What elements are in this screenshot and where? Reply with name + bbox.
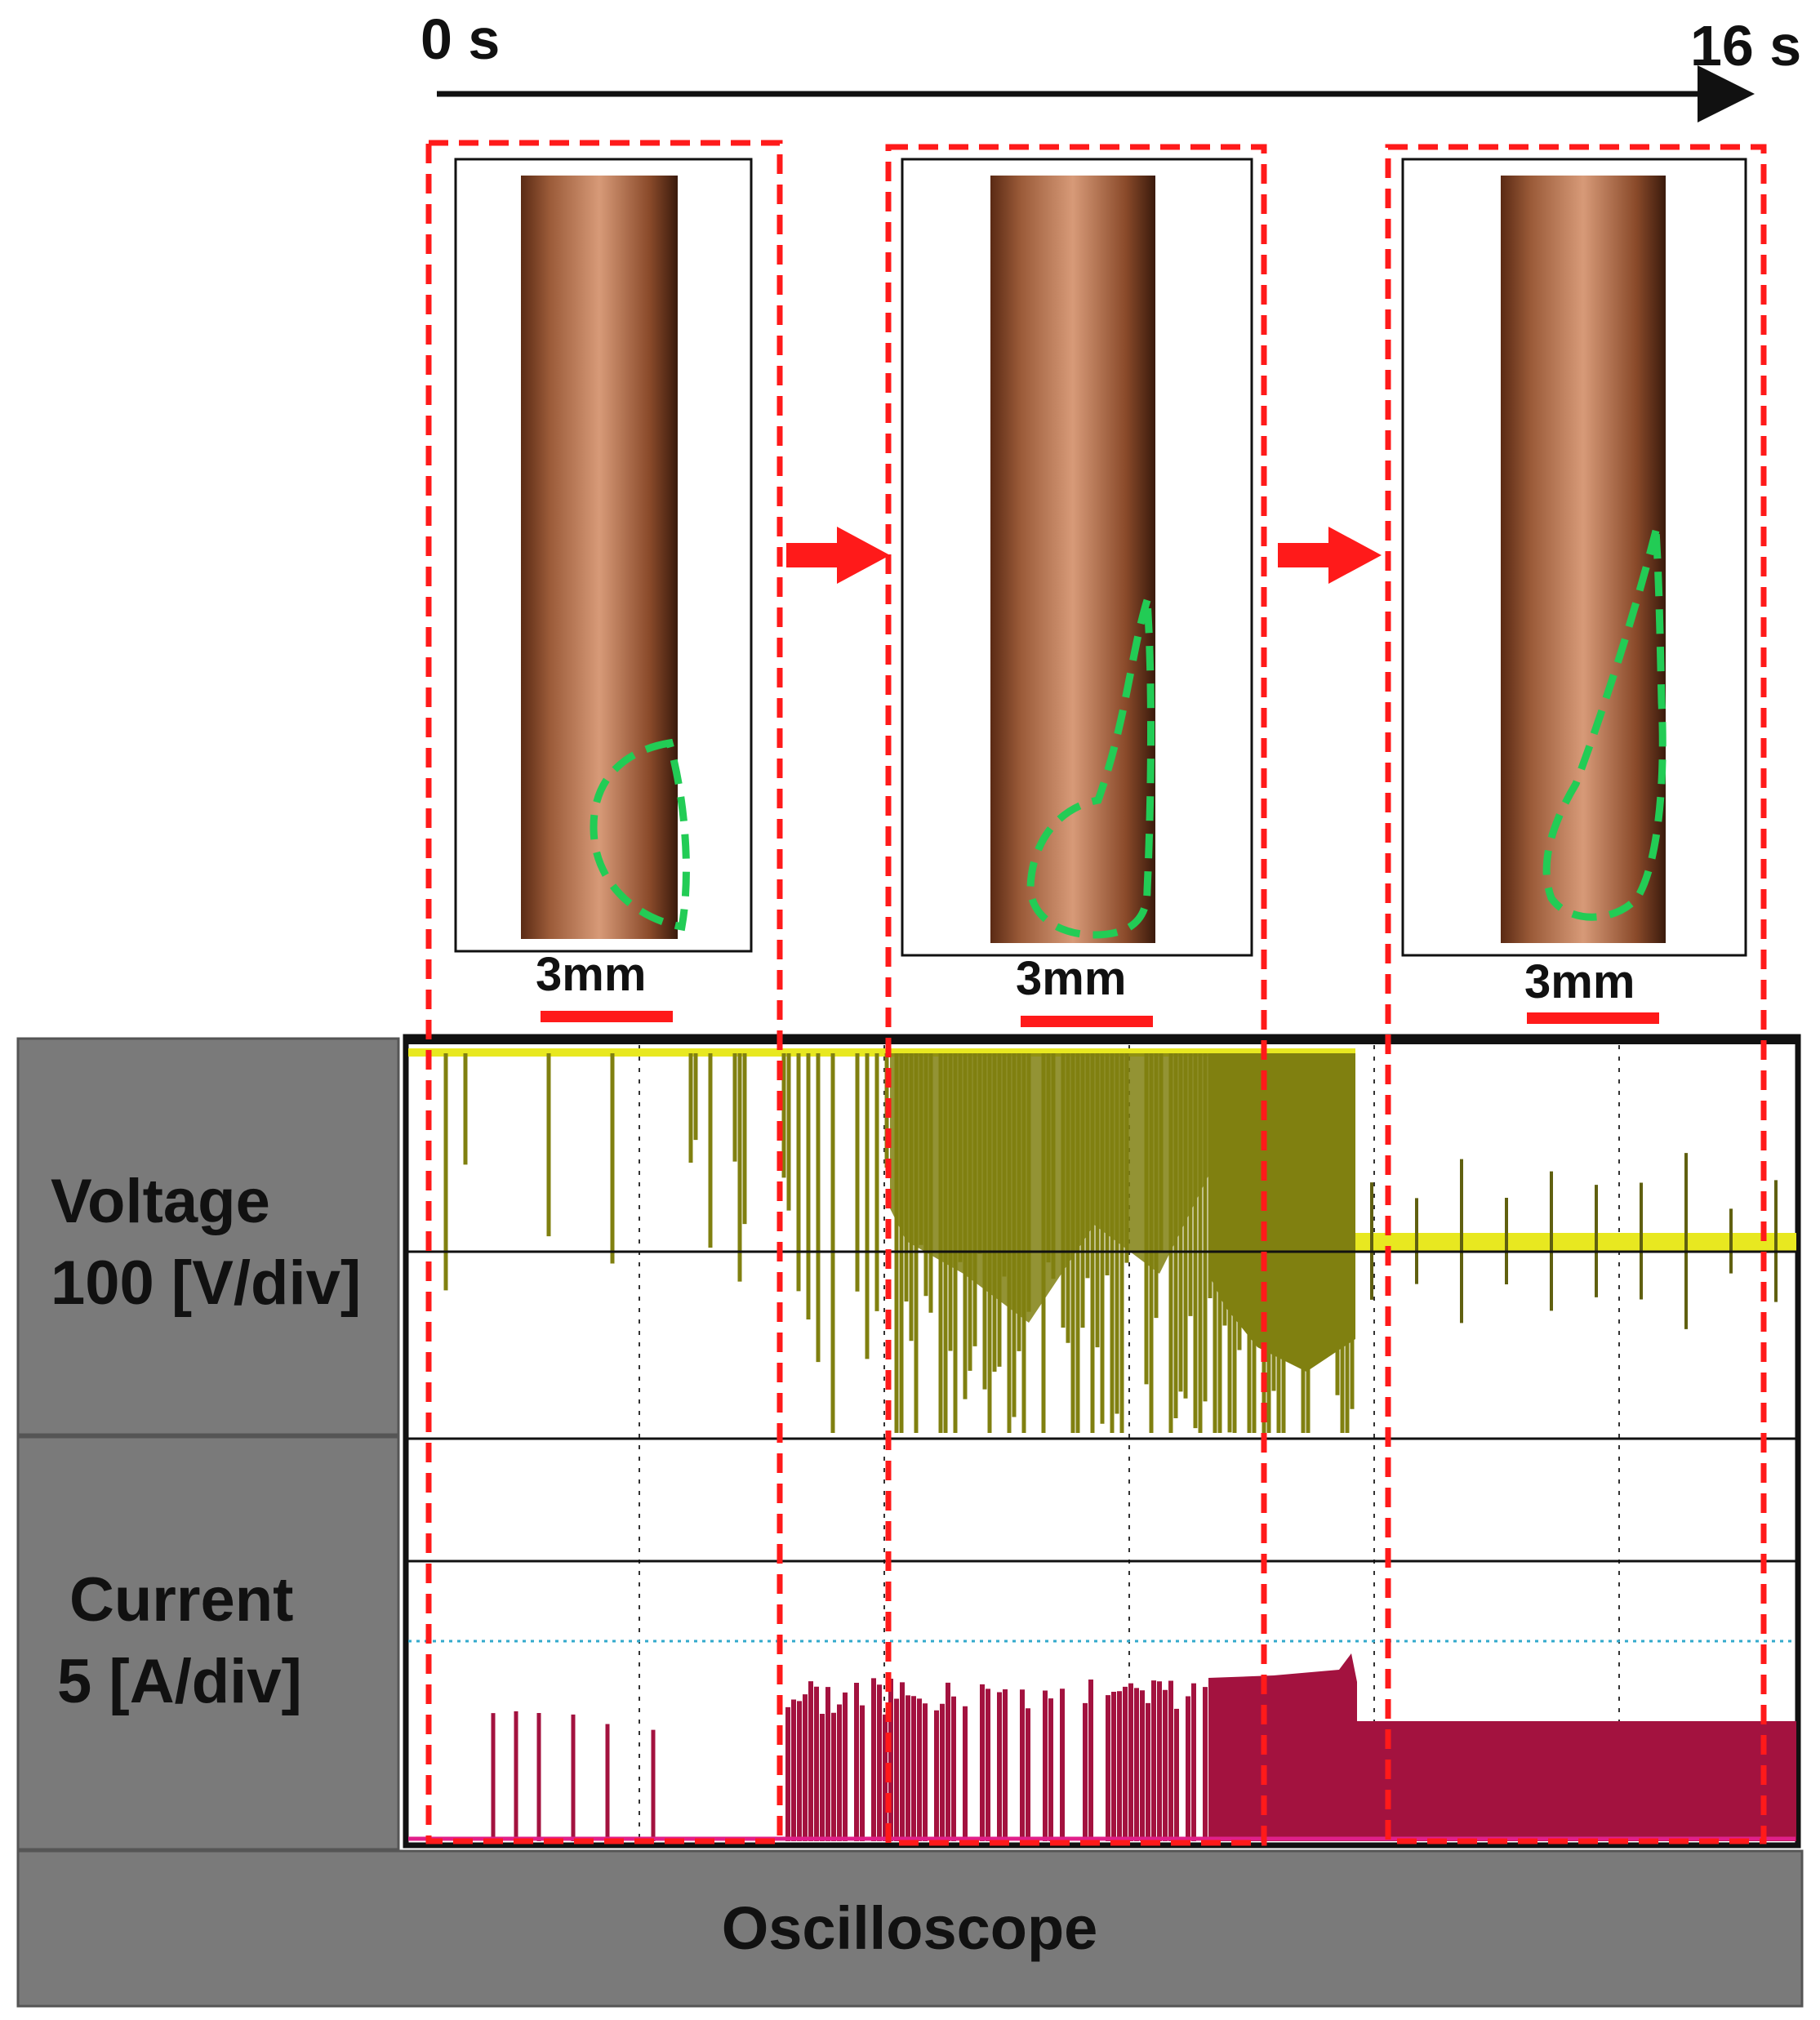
current-arc-level-region	[1357, 1721, 1796, 1841]
time-end-label: 16 s	[1690, 14, 1801, 78]
frame-3: 3mm	[1401, 158, 1747, 1024]
frame-3-scale-label: 3mm	[1524, 955, 1635, 1008]
current-sparse-pulses	[491, 1711, 656, 1841]
frame-3-electrode	[1501, 176, 1666, 943]
time-window-boxes	[425, 140, 1767, 1846]
voltage-panel-bg	[16, 1037, 400, 1436]
current-panel: Current 5 [A/div]	[16, 1435, 400, 1851]
oscilloscope-label: Oscilloscope	[722, 1894, 1098, 1962]
frame-1: 3mm	[454, 158, 753, 1022]
current-scale-label: 5 [A/div]	[57, 1647, 302, 1716]
frame-1-scale-label: 3mm	[536, 948, 646, 1001]
progress-arrow-1	[786, 527, 890, 584]
time-window-1	[425, 140, 783, 1844]
frame-1-crack-outline	[590, 738, 690, 932]
voltage-panel: Voltage 100 [V/div]	[16, 1037, 400, 1436]
voltage-trace	[408, 1048, 1796, 1433]
frame-2-scale-bar	[1021, 1016, 1153, 1027]
time-start-label: 0 s	[421, 7, 500, 71]
time-window-3	[1385, 144, 1767, 1844]
current-label: Current	[69, 1565, 293, 1635]
current-panel-bg	[16, 1435, 400, 1851]
voltage-arc-spikes	[1370, 1153, 1778, 1329]
progress-arrow-2	[1278, 527, 1382, 584]
current-trace	[408, 1653, 1796, 1841]
voltage-solid-region	[1208, 1053, 1355, 1372]
time-window-2	[885, 144, 1267, 1846]
frame-1-electrode	[521, 176, 678, 939]
frame-2-electrode	[990, 176, 1155, 943]
voltage-dense-region	[890, 1053, 1208, 1323]
current-dense-pulses	[785, 1678, 1208, 1841]
frame-1-scale-bar	[541, 1011, 673, 1022]
voltage-scale-label: 100 [V/div]	[51, 1248, 361, 1318]
frame-2: 3mm	[901, 158, 1253, 1027]
voltage-open-circuit-line	[408, 1048, 1355, 1057]
timeline: 0 s 16 s	[421, 7, 1801, 122]
current-solid-region	[1208, 1653, 1357, 1841]
frame-3-scale-bar	[1527, 1012, 1659, 1024]
oscilloscope-screen	[403, 1034, 1801, 1849]
frame-2-scale-label: 3mm	[1016, 952, 1126, 1005]
frame-2-crack-outline	[1026, 598, 1155, 939]
oscilloscope-panel-bg	[16, 1849, 1804, 2008]
oscilloscope-panel: Oscilloscope	[16, 1849, 1804, 2008]
voltage-label: Voltage	[51, 1167, 270, 1236]
frame-3-crack-outline	[1542, 529, 1666, 921]
